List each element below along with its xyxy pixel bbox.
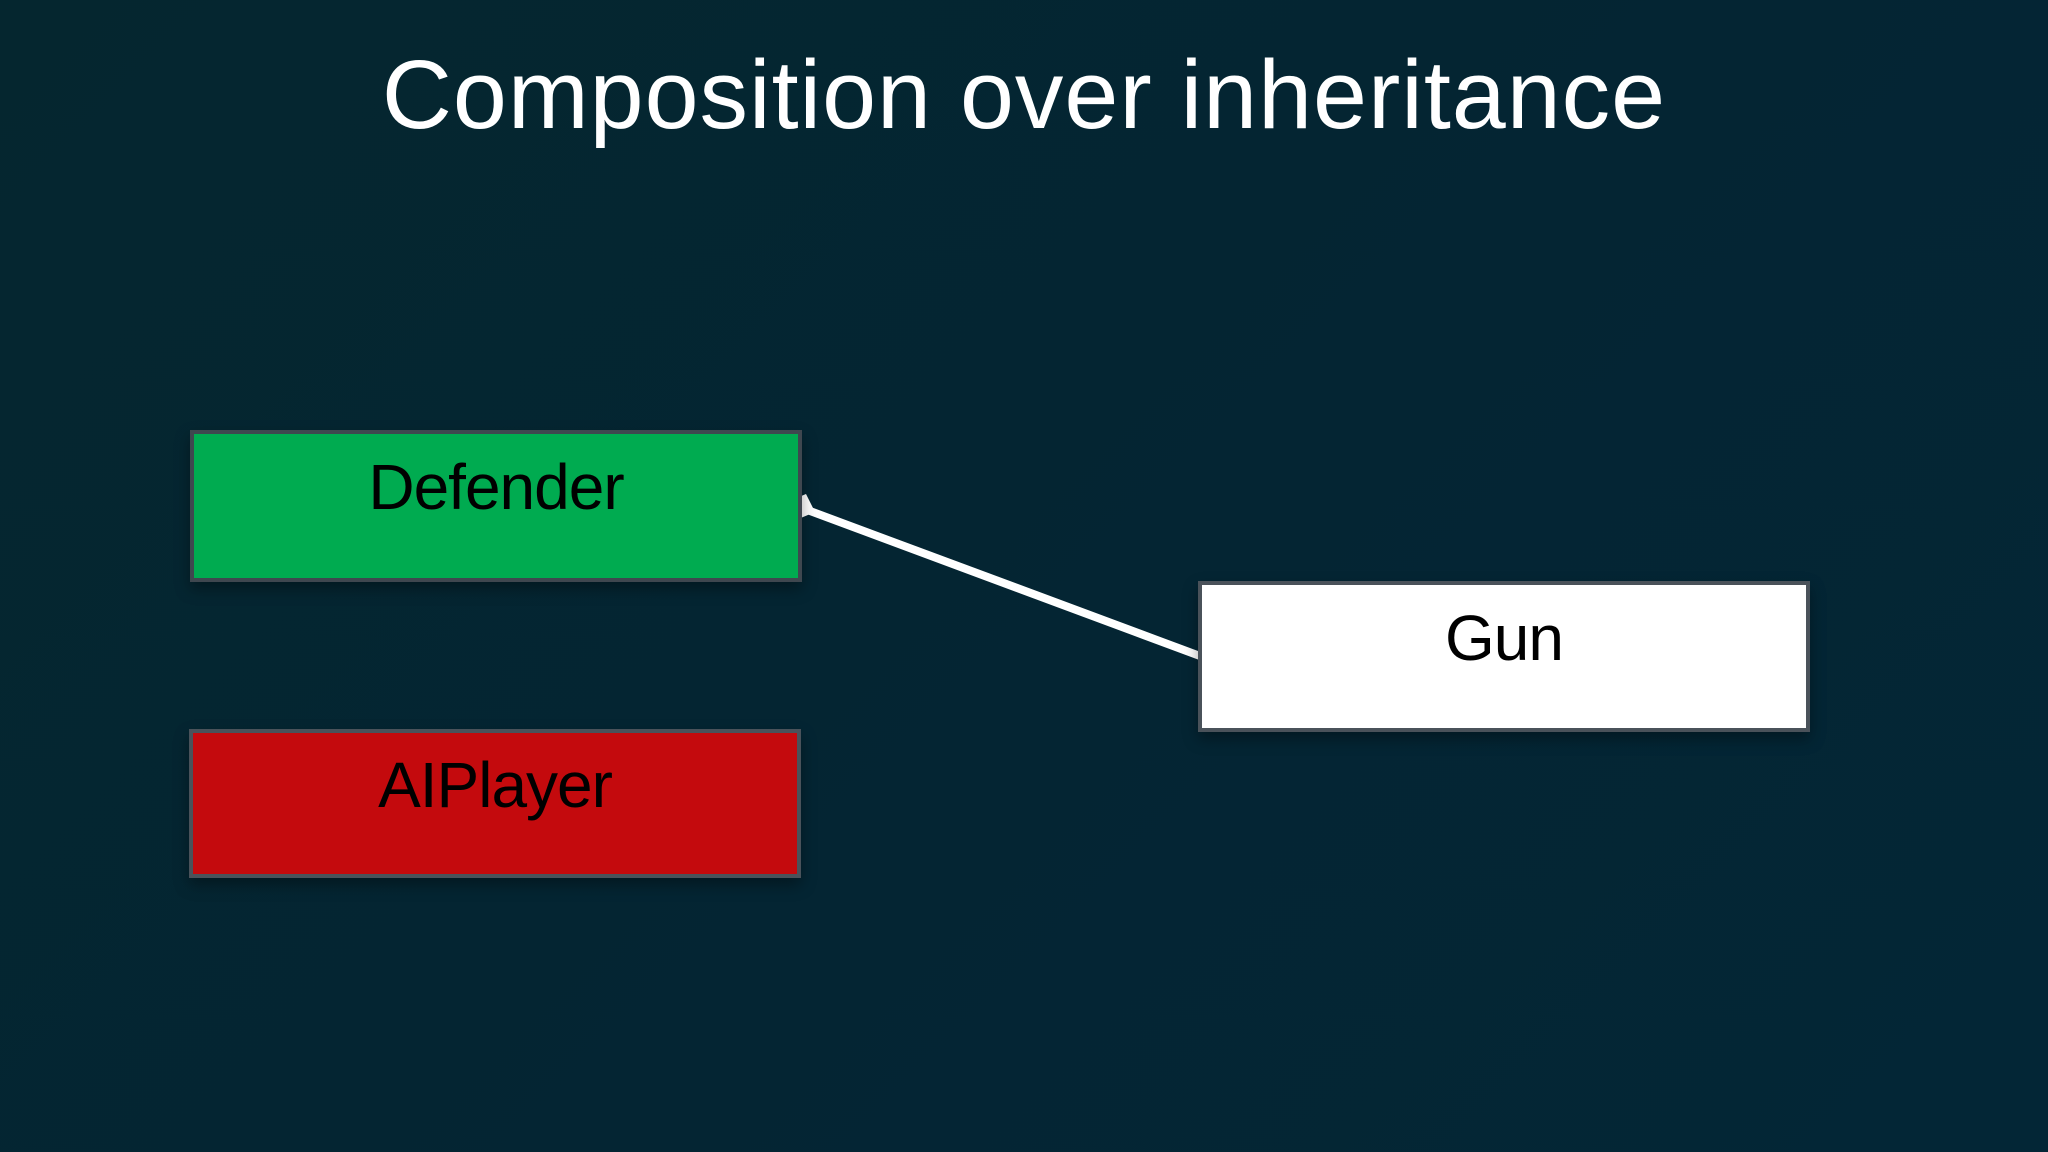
node-label: Defender	[368, 451, 624, 523]
diagram-node-gun: Gun	[1198, 581, 1810, 732]
diagram-node-defender: Defender	[190, 430, 802, 582]
slide-title: Composition over inheritance	[381, 40, 1667, 149]
connector-line	[800, 504, 1202, 660]
node-label: AIPlayer	[378, 748, 613, 821]
node-label: Gun	[1445, 601, 1564, 674]
diagram-node-aiplayer: AIPlayer	[189, 729, 801, 878]
